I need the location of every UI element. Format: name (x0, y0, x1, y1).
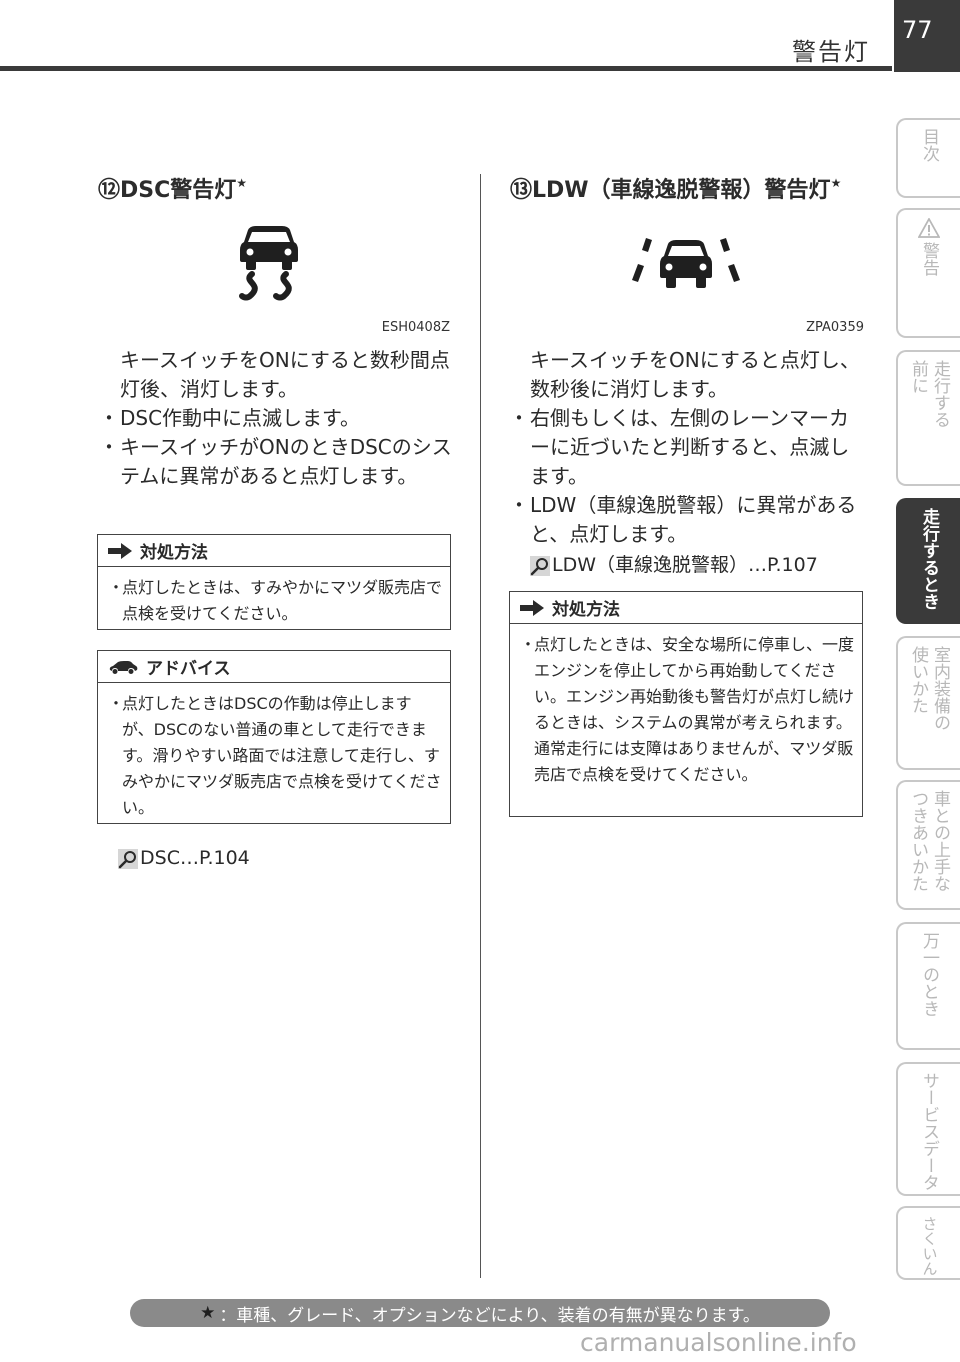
magnifier-icon (118, 848, 138, 869)
ldw-action-box: 対処方法 ・点灯したときは、安全な場所に停車し、一度エンジンを停止してから再始動… (509, 591, 863, 817)
magnifier-icon (530, 555, 550, 576)
side-tab-label: 走行するとき (919, 508, 939, 610)
advice-box-title: アドバイス (146, 659, 231, 679)
action-box-header: 対処方法 (98, 535, 450, 567)
advice-box-header: アドバイス (98, 651, 450, 683)
side-tab-label: 車との上手な (930, 790, 950, 892)
ldw-bullet-2: LDW（車線逸脱警報）に異常があると、点灯します。 (530, 493, 857, 546)
action-box-header: 対処方法 (510, 592, 862, 624)
header-rule (0, 66, 892, 71)
arrow-right-icon (520, 599, 544, 616)
footer-note-text: ：車種、グレード、オプションなどにより、装着の有無が異なります。 (219, 1305, 760, 1326)
side-tab-label: 使いかた (908, 646, 928, 714)
side-tab-warning[interactable]: 警告 (896, 208, 960, 338)
action-box-title: 対処方法 (552, 600, 620, 620)
side-tab-label: サービスデータ (919, 1072, 939, 1191)
list-item: ・DSC作動中に点滅します。 (98, 404, 458, 433)
list-item: ・キースイッチがONのときDSCのシステムに異常があると点灯します。 (98, 433, 458, 491)
ldw-description: キースイッチをONにすると点灯し、数秒後に消灯します。 ・右側もしくは、左側のレ… (508, 346, 864, 549)
page-number: 77 (894, 0, 960, 72)
lane-departure-icon (624, 232, 748, 300)
watermark: carmanualsonline.info (580, 1328, 857, 1357)
list-item: ・LDW（車線逸脱警報）に異常があると、点灯します。 (508, 491, 864, 549)
side-tab-service-data[interactable]: サービスデータ (896, 1062, 960, 1196)
dsc-intro: キースイッチをONにすると数秒間点灯後、消灯します。 (120, 348, 450, 401)
list-item: ・点灯したときは、すみやかにマツダ販売店で点検を受けてください。 (108, 575, 442, 627)
dsc-bullet-2: キースイッチがONのときDSCのシステムに異常があると点灯します。 (120, 435, 452, 488)
dsc-icon-code: ESH0408Z (381, 320, 450, 335)
side-tab-label: さくいん (920, 1216, 939, 1276)
list-item: ・右側もしくは、左側のレーンマーカーに近づいたと判断すると、点滅します。 (508, 404, 864, 491)
arrow-right-icon (108, 542, 132, 559)
list-item: ・点灯したときはDSCの作動は停止しますが、DSCのない普通の車として走行できま… (108, 691, 442, 821)
dsc-action-box: 対処方法 ・点灯したときは、すみやかにマツダ販売店で点検を受けてください。 (97, 534, 451, 630)
warning-triangle-icon (918, 218, 940, 238)
ldw-section-title: ⑬LDW（車線逸脱警報）警告灯★ (510, 172, 841, 204)
side-tab-label: つきあいかた (908, 790, 928, 892)
action-box-title: 対処方法 (140, 543, 208, 563)
side-tab-car-care[interactable]: 車との上手な つきあいかた (896, 780, 960, 910)
side-tab-label: 走行する (930, 360, 950, 428)
ldw-intro: キースイッチをONにすると点灯し、数秒後に消灯します。 (530, 348, 860, 401)
ldw-bullet-1: 右側もしくは、左側のレーンマーカーに近づいたと判断すると、点滅します。 (530, 406, 850, 488)
advice-item: 点灯したときはDSCの作動は停止しますが、DSCのない普通の車として走行できます… (122, 694, 442, 817)
side-tab-emergency[interactable]: 万一のとき (896, 922, 960, 1050)
ldw-reference-text: LDW（車線逸脱警報）…P.107 (552, 554, 818, 576)
side-tab-contents[interactable]: 目次 (896, 118, 960, 198)
side-tab-label: 万一のとき (919, 932, 939, 1017)
star-mark: ★ (200, 1303, 216, 1323)
action-item: 点灯したときは、安全な場所に停車し、一度エンジンを停止してから再始動してください… (534, 635, 855, 784)
dsc-reference-text: DSC…P.104 (140, 847, 250, 869)
dsc-reference-link[interactable]: DSC…P.104 (118, 844, 250, 873)
optional-star-mark: ★ (236, 175, 248, 190)
ldw-title-text: ⑬LDW（車線逸脱警報）警告灯 (510, 178, 831, 203)
car-silhouette-icon (109, 660, 138, 674)
column-divider (480, 174, 481, 1278)
side-tab-label: 室内装備の (930, 646, 950, 731)
optional-star-mark: ★ (830, 175, 842, 190)
side-tab-while-driving[interactable]: 走行するとき (896, 498, 960, 624)
footer-note: ★ ：車種、グレード、オプションなどにより、装着の有無が異なります。 (130, 1299, 830, 1327)
dsc-section-title: ⑫DSC警告灯★ (98, 172, 247, 204)
skid-car-icon (234, 224, 306, 308)
side-tab-index[interactable]: さくいん (896, 1206, 960, 1280)
page-title: 警告灯 (792, 38, 870, 66)
side-tab-label: 目次 (919, 128, 939, 162)
dsc-bullet-1: DSC作動中に点滅します。 (120, 406, 361, 430)
side-tab-before-driving[interactable]: 走行する 前に (896, 350, 960, 486)
dsc-advice-box: アドバイス ・点灯したときはDSCの作動は停止しますが、DSCのない普通の車とし… (97, 650, 451, 824)
ldw-reference-link[interactable]: LDW（車線逸脱警報）…P.107 (530, 551, 818, 580)
side-tab-interior[interactable]: 室内装備の 使いかた (896, 636, 960, 770)
action-item: 点灯したときは、すみやかにマツダ販売店で点検を受けてください。 (122, 578, 443, 623)
side-tab-label: 警告 (919, 242, 939, 276)
list-item: ・点灯したときは、安全な場所に停車し、一度エンジンを停止してから再始動してくださ… (520, 632, 854, 788)
dsc-description: キースイッチをONにすると数秒間点灯後、消灯します。 ・DSC作動中に点滅します… (98, 346, 458, 491)
ldw-icon-code: ZPA0359 (806, 320, 864, 335)
dsc-title-text: ⑫DSC警告灯 (98, 178, 237, 203)
side-tab-label: 前に (908, 360, 928, 394)
